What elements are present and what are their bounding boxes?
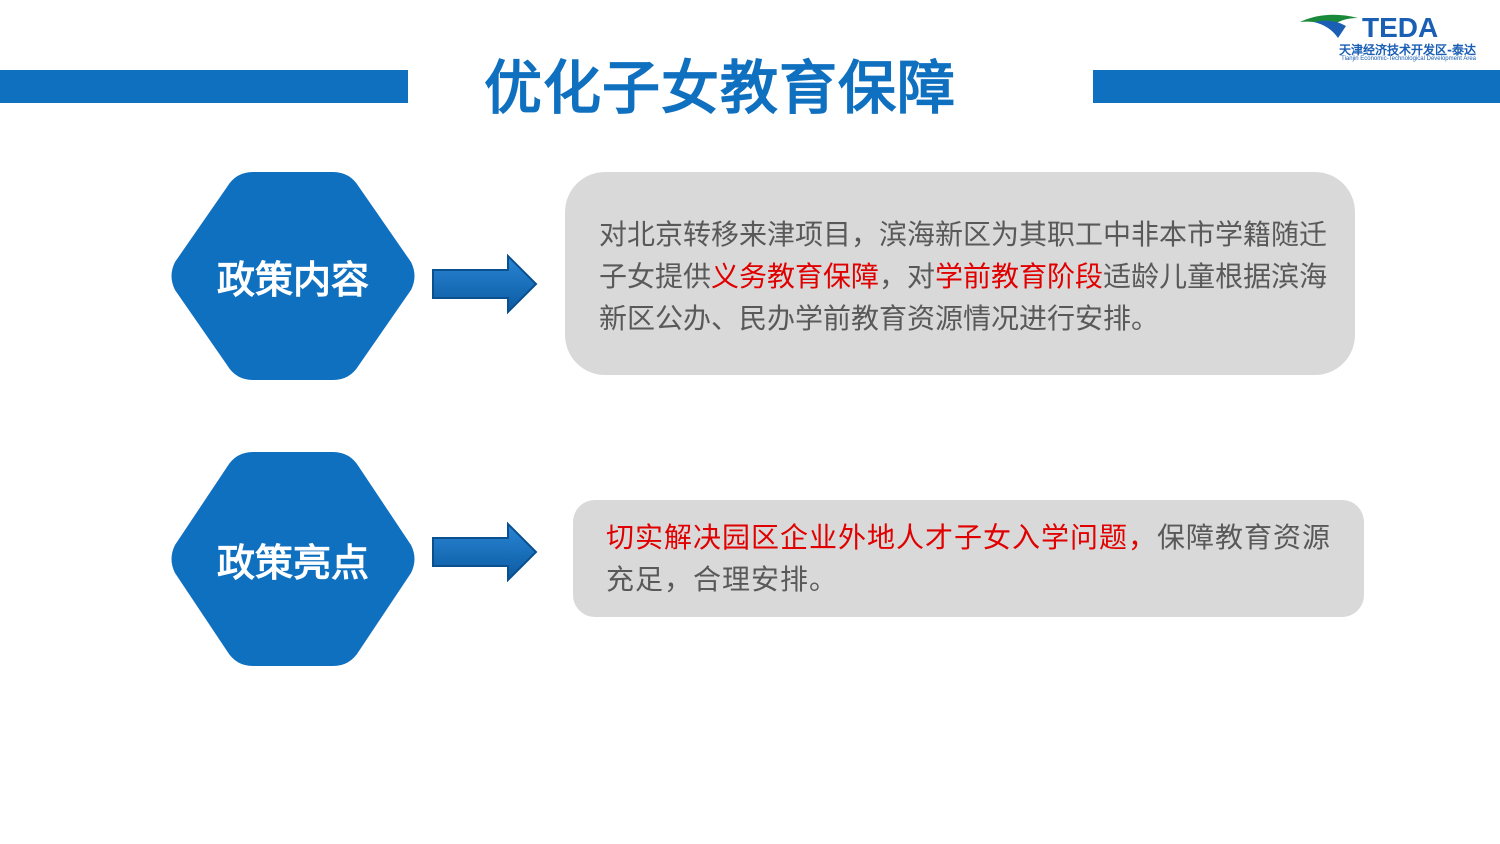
- section-1-label: 政策内容: [216, 257, 369, 302]
- section-1-content-box: 对北京转移来津项目，滨海新区为其职工中非本市学籍随迁子女提供义务教育保障，对学前…: [565, 172, 1355, 375]
- section-1-highlight-2: 学前教育阶段: [935, 260, 1104, 293]
- teda-logo-icon: [1300, 14, 1358, 38]
- section-2-hexagon: 政策亮点: [168, 450, 418, 666]
- section-1-hexagon: 政策内容: [168, 170, 418, 382]
- right-arrow-icon: [432, 521, 538, 583]
- section-2-highlight-1: 切实解决园区企业外地人才子女入学问题，: [606, 521, 1158, 554]
- section-1-text-part1: 对北京转移来津项目，滨海新区为其职工中非本市学籍随迁子女提供: [599, 218, 1328, 293]
- section-2-content-box: 切实解决园区企业外地人才子女入学问题，保障教育资源充足，合理安排。: [573, 500, 1364, 617]
- logo-subtitle: 天津经济技术开发区-泰达: [1339, 43, 1476, 57]
- section-2-text-part1: 保障教育资源充足，合理安排。: [606, 521, 1332, 596]
- logo-english: Tianjin Economic-Technological Developme…: [1341, 56, 1476, 62]
- section-1-text-part2: ，对: [879, 260, 936, 293]
- header-bar-right: [1093, 70, 1500, 103]
- section-1-highlight-1: 义务教育保障: [711, 260, 880, 293]
- logo-name: TEDA: [1362, 12, 1439, 43]
- hexagon-shape: [171, 452, 415, 666]
- header-bar-left: [0, 70, 408, 103]
- hexagon-shape: [171, 172, 415, 380]
- section-2-label: 政策亮点: [216, 540, 369, 585]
- section-1-text-part3: 适龄儿童根据滨海新区公办、民办学前教育资源情况进行安排。: [599, 260, 1328, 335]
- page-title: 优化子女教育保障: [483, 54, 956, 122]
- right-arrow-icon: [432, 253, 538, 315]
